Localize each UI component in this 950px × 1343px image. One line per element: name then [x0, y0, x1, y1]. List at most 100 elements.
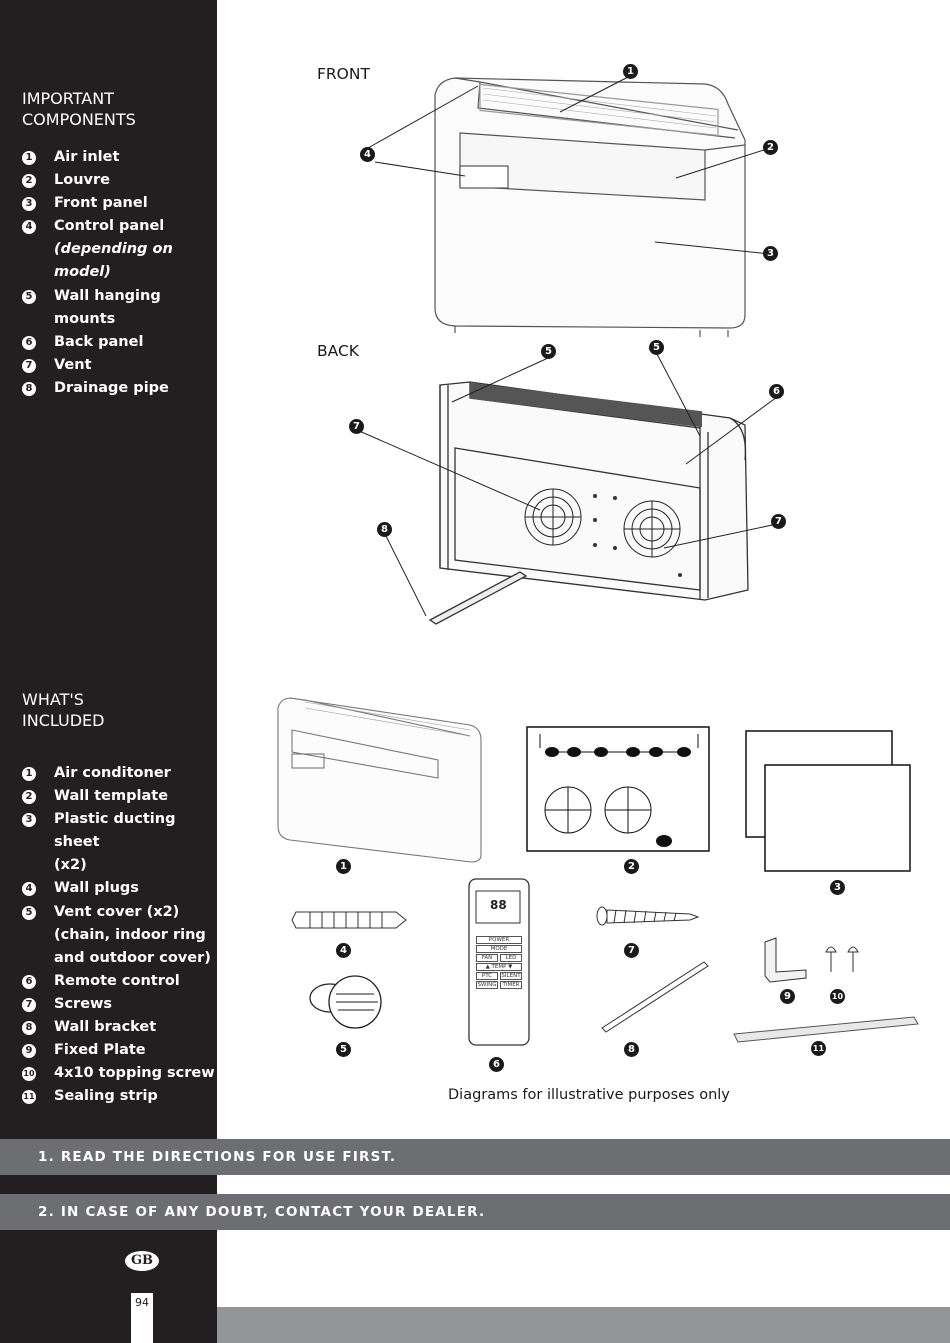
included-callout: 2 [624, 859, 639, 874]
remote-button-row: PTC SILENT [476, 972, 522, 980]
list-item: 4 Wall plugs [22, 877, 217, 900]
remote-display-value: 88 [490, 898, 507, 912]
remote-button: PTC [476, 972, 498, 980]
list-item-label: and outdoor cover) [54, 949, 211, 966]
included-heading: WHAT'S INCLUDED [22, 689, 104, 731]
list-number: 8 [22, 381, 36, 396]
notice-band-2: 2. IN CASE OF ANY DOUBT, CONTACT YOUR DE… [0, 1194, 950, 1230]
list-number: 9 [22, 1044, 36, 1059]
list-item: 1 Air conditoner [22, 762, 217, 785]
included-callout: 10 [830, 989, 845, 1004]
list-number: 5 [22, 905, 36, 920]
list-number: 8 [22, 1021, 36, 1036]
list-number: 7 [22, 358, 36, 373]
list-number: 4 [22, 882, 36, 897]
list-item-label: (x2) [54, 857, 87, 874]
included-heading-line2: INCLUDED [22, 711, 105, 730]
list-item-label: (chain, indoor ring [54, 926, 206, 943]
remote-button-row: FAN LED [476, 954, 522, 962]
list-item-note: (depending on [54, 241, 173, 258]
list-number: 10 [22, 1067, 36, 1082]
front-unit-illustration [367, 75, 771, 337]
included-callout: 3 [830, 880, 845, 895]
list-item: 6 Back panel [22, 331, 173, 354]
list-number: 6 [22, 335, 36, 350]
included-callout: 11 [811, 1041, 826, 1056]
front-label: FRONT [317, 65, 370, 83]
footer-bar [217, 1307, 950, 1343]
notice-band-1: 1. READ THE DIRECTIONS FOR USE FIRST. [0, 1139, 950, 1175]
list-number: 6 [22, 974, 36, 989]
back-callout: 5 [649, 340, 664, 355]
notice-text-1: 1. READ THE DIRECTIONS FOR USE FIRST. [38, 1149, 397, 1165]
list-number: 3 [22, 813, 36, 828]
remote-button: MODE [476, 945, 522, 953]
front-callout: 2 [763, 140, 778, 155]
list-item-label: Control panel [54, 218, 165, 235]
back-callout: 7 [771, 514, 786, 529]
list-item: 6 Remote control [22, 970, 217, 993]
included-heading-line1: WHAT'S [22, 690, 84, 709]
list-item-label: Wall bracket [54, 1019, 157, 1036]
list-item-label: Remote control [54, 972, 180, 989]
included-callout: 7 [624, 943, 639, 958]
list-item: 10 4x10 topping screw [22, 1062, 217, 1085]
front-callout: 4 [360, 147, 375, 162]
list-item-label: Drainage pipe [54, 379, 169, 396]
included-callout: 6 [489, 1057, 504, 1072]
back-callout: 8 [377, 522, 392, 537]
list-item: 8 Wall bracket [22, 1016, 217, 1039]
list-number: 2 [22, 790, 36, 805]
included-callout: 5 [336, 1042, 351, 1057]
list-item-label: Wall hanging [54, 287, 161, 304]
back-callout: 7 [349, 419, 364, 434]
back-callout: 6 [769, 384, 784, 399]
back-callout: 5 [541, 344, 556, 359]
list-number: 1 [22, 151, 36, 165]
diagram-caption: Diagrams for illustrative purposes only [448, 1087, 730, 1103]
list-item: 3 Plastic ducting sheet (x2) [22, 808, 217, 877]
components-heading: IMPORTANT COMPONENTS [22, 88, 136, 130]
notice-text-2: 2. IN CASE OF ANY DOUBT, CONTACT YOUR DE… [38, 1204, 486, 1220]
list-number: 7 [22, 997, 36, 1012]
list-item-label: Wall plugs [54, 880, 139, 897]
list-item-label: Screws [54, 995, 113, 1012]
list-item-label: Plastic ducting sheet [54, 811, 176, 851]
list-number: 2 [22, 174, 36, 189]
list-number: 1 [22, 767, 36, 781]
front-callout: 3 [763, 246, 778, 261]
list-item-label: Back panel [54, 333, 144, 350]
included-callout: 4 [336, 943, 351, 958]
remote-button: FAN [476, 954, 498, 962]
list-item-note: model) [54, 264, 111, 281]
list-item-label: Vent cover (x2) [54, 903, 180, 920]
list-number: 5 [22, 289, 36, 304]
remote-button: POWER [476, 936, 522, 944]
remote-button: SILENT [500, 972, 522, 980]
list-item-label: mounts [54, 310, 116, 327]
list-item-label: Vent [54, 356, 92, 373]
list-item-label: Air conditoner [54, 765, 171, 781]
remote-button: LED [500, 954, 522, 962]
list-item-label: Fixed Plate [54, 1042, 146, 1059]
list-item: 1 Air inlet [22, 146, 173, 169]
included-callout: 8 [624, 1042, 639, 1057]
region-badge: GB [125, 1251, 159, 1271]
front-callout: 1 [623, 64, 638, 79]
components-heading-line1: IMPORTANT [22, 89, 114, 108]
list-number: 11 [22, 1090, 36, 1105]
list-item-label: Air inlet [54, 149, 120, 165]
list-item: 5 Wall hanging mounts [22, 285, 173, 331]
components-heading-line2: COMPONENTS [22, 110, 136, 129]
list-item-label: 4x10 topping screw [54, 1065, 215, 1082]
back-label: BACK [317, 342, 359, 360]
remote-button: SWING [476, 981, 498, 989]
list-item: 7 Screws [22, 993, 217, 1016]
